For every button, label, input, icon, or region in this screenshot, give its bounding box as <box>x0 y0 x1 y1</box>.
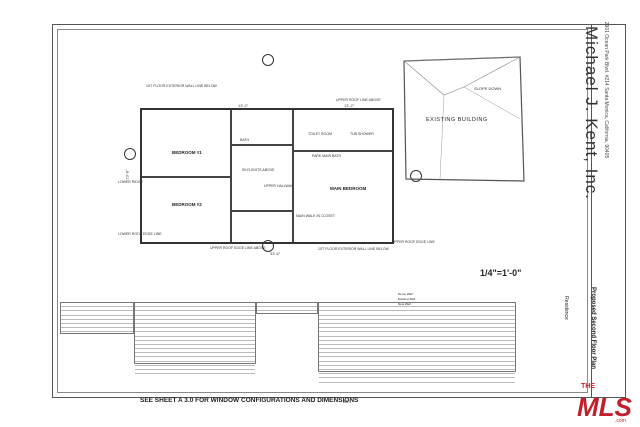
existing-building <box>403 56 525 182</box>
legend-item: Existing Wall <box>398 297 416 301</box>
room-bedroom-1: BEDROOM #1 <box>172 150 202 155</box>
dimension-top-right: 13'-2" <box>344 103 355 108</box>
firm-address: 2901 Ocean Park Blvd. #214 Santa Monica,… <box>603 21 610 159</box>
interior-wall <box>230 110 232 242</box>
sheet-title: Proposed Second Floor Plan <box>590 286 597 370</box>
section-marker <box>410 170 422 182</box>
tub-label: TUB SHOWER <box>350 132 374 136</box>
window-schedule-a <box>60 302 134 334</box>
drawing-sheet: Michael J. Kent, Inc. 2901 Ocean Park Bl… <box>52 21 626 398</box>
skylights-label: SKYLIGHTS ABOVE <box>242 168 275 172</box>
bath-label: BATH <box>240 138 250 142</box>
room-bedroom-2: BEDROOM #2 <box>172 202 202 207</box>
drawing-border <box>57 29 588 393</box>
first-floor-note: 1ST FLOOR EXTERIOR WALL LINE BELOW <box>146 84 217 88</box>
svg-text:.com: .com <box>615 418 626 424</box>
toilet-label: TOILET ROOM <box>308 132 332 136</box>
window-schedule-c <box>256 302 318 314</box>
wall-legend: Demo Wall Existing Wall New Wall <box>398 292 415 307</box>
section-marker <box>262 240 274 252</box>
section-marker <box>262 54 274 66</box>
title-block: Michael J. Kent, Inc. 2901 Ocean Park Bl… <box>563 21 626 397</box>
window-schedule-b <box>134 302 256 375</box>
upper-roof-note: UPPER ROOF LINE ABOVE <box>336 98 381 102</box>
legend-item: Demo Wall <box>398 292 413 296</box>
scale-label: 1/4"=1'-0" <box>480 268 522 278</box>
interior-wall <box>294 150 392 152</box>
interior-wall <box>232 144 292 146</box>
interior-wall <box>142 176 230 178</box>
existing-building-label: EXISTING BUILDING <box>426 117 488 123</box>
sheet-note: SEE SHEET A 3.0 FOR WINDOW CONFIGURATION… <box>140 397 359 404</box>
project-name: Residence <box>562 296 569 320</box>
lower-ridge-label: LOWER RIDGE <box>118 180 143 184</box>
mls-logo: THE MLS .com <box>577 383 633 424</box>
dimension-bottom: 33'-6" <box>270 251 281 256</box>
svg-text:THE: THE <box>581 383 595 390</box>
dimension-top-mid: 13'-2" <box>238 103 249 108</box>
sheet-reference: A3.1 <box>343 399 352 404</box>
window-schedule-d <box>318 302 516 383</box>
schedule-tables <box>60 302 528 390</box>
svg-text:MLS: MLS <box>577 392 633 422</box>
first-floor-bottom-label: 1ST FLOOR EXTERIOR WALL LINE BELOW <box>318 247 389 251</box>
upper-roof-bottom-label: UPPER ROOF EDGE LINE ABOVE <box>210 246 266 250</box>
firm-name: Michael J. Kent, Inc. <box>582 25 602 201</box>
floor-plan: BEDROOM #1 BEDROOM #2 MAIN BEDROOM SKYLI… <box>140 108 394 244</box>
interior-wall <box>232 210 292 212</box>
upper-roof-right-label: UPPER ROOF EDGE LINE <box>392 240 435 244</box>
lower-roof-label: LOWER ROOF EDGE LINE <box>118 232 162 236</box>
section-marker <box>124 148 136 160</box>
master-bath-label: PARK MAIN BATH <box>312 154 342 158</box>
dimension-left: 23'-8" <box>124 169 130 180</box>
upper-hallway-label: UPPER HALLWAY <box>264 184 294 188</box>
slope-label: SLOPE DOWN <box>474 86 502 91</box>
room-master-bedroom: MAIN BEDROOM <box>330 186 367 191</box>
interior-wall <box>292 110 294 242</box>
walkin-label: MAIN WALK IN CLOSET <box>296 214 335 218</box>
legend-item: New Wall <box>398 302 411 306</box>
